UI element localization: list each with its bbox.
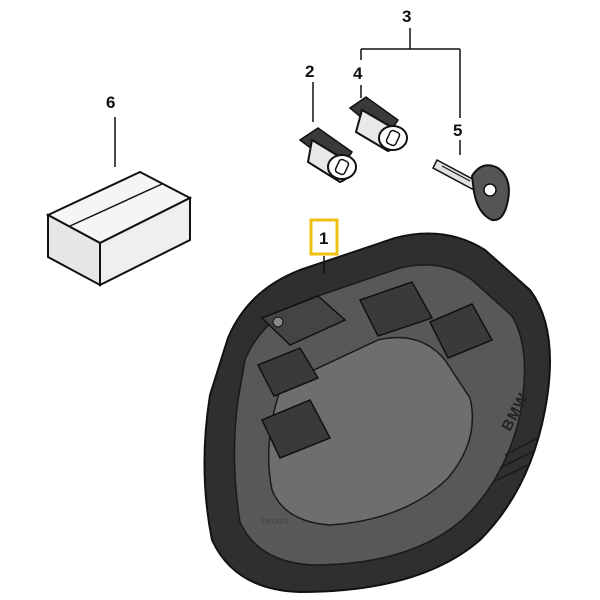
part-2-lock-cylinder [298,127,357,184]
callout-1: 1 [319,229,328,248]
callout-1-highlight [309,218,339,256]
callout-5: 5 [453,121,462,140]
part-5-key [432,158,510,222]
part-4-lock-cylinder [348,96,408,153]
watermark: hirochi [262,516,289,526]
callout-4: 4 [353,64,363,83]
callout-6: 6 [106,93,115,112]
part-6-box [45,170,193,287]
callout-2: 2 [305,62,314,81]
callout-3: 3 [402,7,411,26]
bracket-3 [360,28,461,118]
part-1-top-case: BMW [203,232,551,594]
